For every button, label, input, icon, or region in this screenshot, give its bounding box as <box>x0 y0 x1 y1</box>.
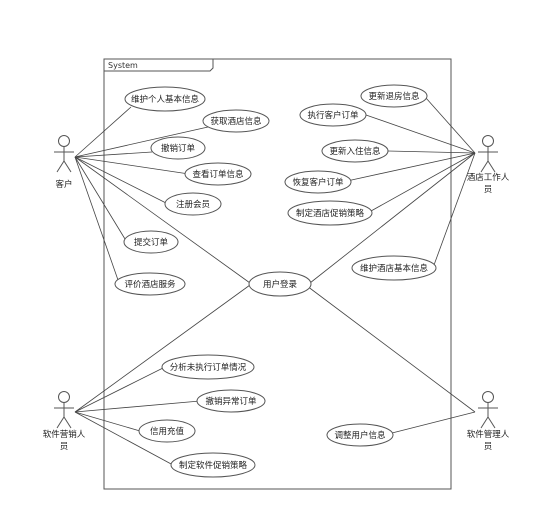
actor-label-line-1: 酒店工作人 <box>467 172 510 183</box>
use-case-credit-recharge[interactable]: 信用充值 <box>138 419 196 443</box>
use-case-analyze-unexecuted-orders[interactable]: 分析未执行订单情况 <box>161 354 255 380</box>
use-case-label: 制定酒店促销策略 <box>296 208 365 219</box>
use-case-label: 维护酒店基本信息 <box>360 263 429 274</box>
use-case-label: 评价酒店服务 <box>124 279 176 290</box>
use-case-label: 执行客户订单 <box>307 110 359 121</box>
use-case-label: 维护个人基本信息 <box>131 94 200 105</box>
use-case-rate-hotel-service[interactable]: 评价酒店服务 <box>114 272 186 296</box>
use-case-execute-customer-order[interactable]: 执行客户订单 <box>299 103 367 127</box>
use-case-label: 信用充值 <box>150 426 185 437</box>
use-case-label: 撤销订单 <box>161 143 196 154</box>
use-case-label: 恢复客户订单 <box>292 177 344 188</box>
use-case-cancel-abnormal-order[interactable]: 撤销异常订单 <box>196 389 266 413</box>
actor-label-line-2: 员 <box>484 185 493 195</box>
system-boundary: System <box>103 58 452 490</box>
use-cases: 维护个人基本信息 获取酒店信息 撤销订单 查看订单信息 注册会员 提交订单 评价… <box>114 84 437 478</box>
use-case-view-order-info[interactable]: 查看订单信息 <box>184 162 252 186</box>
use-case-make-hotel-promotion[interactable]: 制定酒店促销策略 <box>287 200 373 226</box>
actor-label-line-1: 软件管理人 <box>467 429 510 440</box>
use-case-update-checkin-info[interactable]: 更新入住信息 <box>321 139 389 163</box>
use-case-label: 调整用户信息 <box>334 430 386 441</box>
actor-label-line-2: 员 <box>484 442 493 452</box>
actor-admin: 软件管理人 员 <box>467 391 510 452</box>
actor-label: 客户 <box>55 179 72 190</box>
use-case-label: 制定软件促销策略 <box>179 460 248 471</box>
use-case-submit-order[interactable]: 提交订单 <box>123 230 179 254</box>
use-case-register-member[interactable]: 注册会员 <box>164 192 222 216</box>
association-lines <box>74 97 476 466</box>
use-case-maintain-hotel-info[interactable]: 维护酒店基本信息 <box>351 255 437 281</box>
use-case-label: 分析未执行订单情况 <box>170 362 247 373</box>
actor-head-icon <box>58 391 70 403</box>
use-case-get-hotel-info[interactable]: 获取酒店信息 <box>202 109 270 133</box>
use-case-cancel-order[interactable]: 撤销订单 <box>150 136 206 160</box>
use-case-update-checkout-info[interactable]: 更新退房信息 <box>360 84 428 108</box>
use-case-user-login[interactable]: 用户登录 <box>248 271 312 297</box>
actor-label-line-1: 软件营销人 <box>43 429 86 440</box>
use-case-label: 提交订单 <box>134 237 169 248</box>
use-case-label: 用户登录 <box>263 279 298 290</box>
actor-head-icon <box>482 391 494 403</box>
use-case-label: 查看订单信息 <box>192 169 244 180</box>
use-case-maintain-personal-info[interactable]: 维护个人基本信息 <box>124 86 206 112</box>
use-case-make-software-promotion[interactable]: 制定软件促销策略 <box>170 452 256 478</box>
actor-marketer: 软件营销人 员 <box>43 391 86 452</box>
system-title: System <box>108 61 138 70</box>
actor-hotel-staff: 酒店工作人 员 <box>467 135 510 195</box>
use-case-label: 注册会员 <box>176 199 210 210</box>
use-case-label: 获取酒店信息 <box>210 116 262 127</box>
use-case-label: 撤销异常订单 <box>205 396 257 407</box>
use-case-restore-customer-order[interactable]: 恢复客户订单 <box>284 170 352 194</box>
actor-head-icon <box>482 135 494 147</box>
actor-customer: 客户 <box>54 135 74 190</box>
use-case-label: 更新退房信息 <box>368 91 420 102</box>
use-case-label: 更新入住信息 <box>329 146 381 157</box>
actor-label-line-2: 员 <box>60 442 69 452</box>
use-case-adjust-user-info[interactable]: 调整用户信息 <box>326 423 394 447</box>
actor-head-icon <box>58 135 70 147</box>
